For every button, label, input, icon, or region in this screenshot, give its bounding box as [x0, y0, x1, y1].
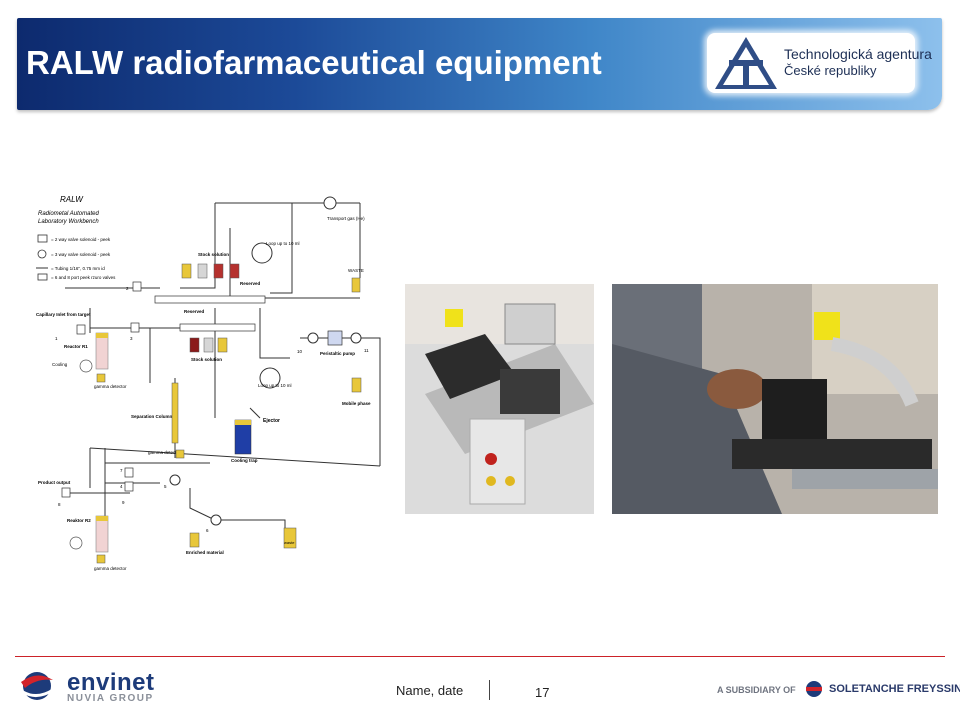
gamma-detector-1-icon [96, 373, 106, 383]
agency-logo: Technologická agentura České republiky [707, 33, 932, 93]
label-cooling: Cooling [52, 362, 68, 367]
company-name: envinet [67, 669, 155, 696]
footer-divider [15, 656, 945, 657]
footer-name-date: Name, date [396, 683, 464, 698]
loop-coil-1 [251, 242, 273, 264]
valve-7-icon [124, 467, 134, 478]
enriched-material-vial [189, 532, 200, 548]
label-n10: 10 [297, 349, 303, 354]
valve-4-icon [124, 481, 134, 492]
label-transport-gas: Transport gas (He) [327, 216, 365, 221]
label-gamma-detector-2: gamma detector [148, 450, 181, 455]
gamma-detector-3-icon [96, 554, 106, 564]
label-separation-column: Separation Column [131, 414, 173, 419]
loop-coil-2 [259, 367, 281, 389]
cooling-trap-cap [235, 420, 251, 425]
label-waste: WASTE [348, 268, 364, 273]
valve-6-icon [210, 514, 222, 526]
diagram-heading: RALW [60, 195, 84, 204]
subsidiary-text: A SUBSIDIARY OF [717, 685, 796, 695]
legend-item: = 3 way valve solenoid - peek [51, 252, 111, 257]
label-waste-2: waste [284, 540, 295, 545]
valve-1-icon [76, 324, 86, 335]
label-mobile-phase: Mobile phase [342, 401, 371, 406]
valve-2-icon [132, 281, 142, 292]
stock-vials-bottom [189, 337, 228, 353]
label-reserved-2: Reserved [184, 309, 205, 314]
stock-vials-top [181, 263, 240, 279]
legend-port-icon [37, 273, 48, 281]
port-manifold-1 [154, 295, 266, 304]
valve-3-icon [130, 322, 140, 333]
label-n4: 4 [120, 484, 123, 489]
label-n11: 11 [364, 348, 369, 353]
label-reactor-r1: Reactor R1 [64, 344, 88, 349]
legend-item: = Tubing 1/16", 0.75 mm id [51, 266, 105, 271]
slide-title: RALW radiofarmaceutical equipment [26, 44, 602, 81]
envinet-swirl-icon [21, 672, 54, 700]
label-loop-up-2: Loop up to 10 ml [258, 383, 292, 388]
agency-name-line1: Technologická agentura [784, 46, 932, 62]
label-reserved: Reserved [240, 281, 261, 286]
label-peristaltic-pump: Peristaltic pump [320, 351, 355, 356]
cooling-coil-2-icon [69, 536, 83, 550]
valve-10-icon [307, 332, 319, 344]
label-n6: 6 [206, 528, 209, 533]
label-n8: 8 [58, 502, 61, 507]
mobile-phase-vial [351, 377, 362, 393]
reactor-r1-cap [96, 333, 108, 338]
label-gamma-detector: gamma detector [94, 384, 127, 389]
gamma-detector-2-icon [175, 449, 185, 459]
label-gamma-detector-3: gamma detector [94, 566, 127, 571]
diagram-subheading-2: Laboratory Workbench [38, 219, 99, 225]
agency-name-line2: České republiky [784, 63, 877, 78]
label-stock-solution: Stock solution [198, 252, 229, 257]
label-n9: 9 [122, 500, 125, 505]
soletanche-icon [806, 681, 822, 697]
peristaltic-pump-icon [327, 330, 343, 346]
transport-gas-valve-icon [323, 196, 337, 210]
valve-5-icon [169, 474, 181, 486]
label-n3: 3 [130, 336, 133, 341]
port-manifold-2 [179, 323, 256, 332]
legend-item: = 6 and 8 port peek rzuro valves [51, 275, 116, 280]
separation-column [171, 382, 179, 444]
reactor-r2-cap [96, 516, 108, 521]
valve-8-icon [61, 487, 71, 498]
label-n2: 2 [126, 286, 129, 291]
legend-item: = 2 way valve solenoid - peek [51, 237, 111, 242]
label-n1: 1 [55, 336, 58, 341]
operator-photo [612, 284, 938, 514]
waste-vial-2 [283, 527, 297, 549]
legend-valve2-icon [37, 234, 48, 243]
footer-separator [489, 680, 490, 700]
reactor-r1 [95, 332, 109, 370]
label-capillary-inlet: Capillary Inlet from target [36, 312, 91, 317]
tubing-lines [65, 202, 381, 533]
label-cooling-trap: Cooling trap [231, 458, 258, 463]
legend-valve3-icon [37, 249, 47, 259]
agency-triangle-icon [715, 37, 777, 89]
label-loop-up-1: Loop up to 10 ml [266, 241, 300, 246]
label-product-output: Product output [38, 480, 71, 485]
label-enriched-material: Enriched material [186, 550, 224, 555]
parent-company-name: SOLETANCHE FREYSSINET [829, 683, 960, 695]
label-ejector: Ejector [263, 418, 280, 424]
waste-vial [351, 277, 361, 293]
company-subtitle: NUVIA GROUP [67, 693, 154, 704]
valve-11-icon [350, 332, 362, 344]
label-n7: 7 [120, 468, 123, 473]
page-number: 17 [535, 685, 550, 700]
label-stock-solution-2: Stock solution [191, 357, 222, 362]
label-reactor-r2: Reaktor R2 [67, 518, 91, 523]
label-n5: 5 [164, 484, 167, 489]
reactor-r2 [95, 515, 109, 553]
process-diagram: RALW Radiometal Automated Laboratory Wor… [36, 195, 381, 571]
cooling-coil-icon [79, 359, 93, 373]
cooling-trap [234, 419, 252, 455]
diagram-subheading-1: Radiometal Automated [38, 211, 99, 217]
device-photo [405, 284, 594, 514]
